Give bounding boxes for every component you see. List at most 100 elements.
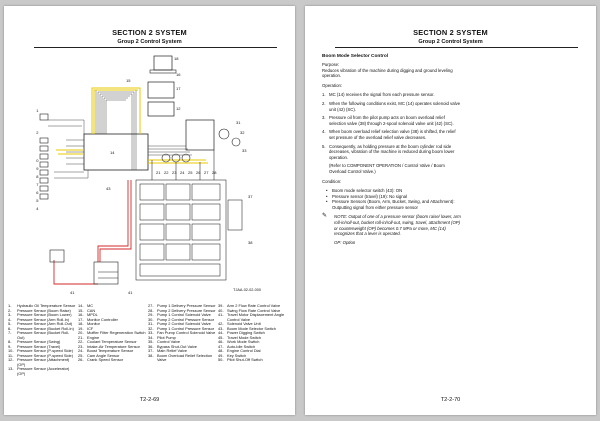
legend-item-text: Cam Angle Sensor [87,352,120,358]
legend-item-number: 46- [218,339,224,344]
svg-text:23: 23 [172,170,177,175]
bullet-icon: • [326,188,328,194]
legend-item-number: 26- [78,357,84,362]
legend-item-number: 34- [148,334,154,340]
legend-item-text: Control Valve [157,339,181,344]
operation-step: 3.Pressure oil from the pilot pump acts … [322,115,462,126]
mc-box [83,133,149,171]
legend-item-number: 18- [78,321,84,326]
svg-text:18: 18 [174,56,179,61]
legend-item: 26-Crank Speed Sensor [78,357,146,363]
svg-text:14: 14 [110,150,115,155]
topic-body: Purpose: Reduces vibration of the machin… [322,62,462,245]
legend-item-number: 38- [148,352,154,358]
icf-box [147,101,175,117]
step-text: When the following conditions exist, MC … [329,100,461,112]
legend-item-text: CAN [87,307,96,313]
legend-item-number: 44- [218,330,224,335]
legend-item: 44-Power Digging Switch [218,330,286,336]
left-header-rule [34,47,277,48]
left-page-number: T2-2-69 [139,397,160,403]
legend-item: 47-Auto-Idle Switch [218,344,286,350]
left-page: SECTION 2 SYSTEM Group 2 Control System [4,6,295,415]
legend-item: 42-Solenoid Valve Unit [218,321,286,327]
legend-item-text: Pressure Sensor (P-speed Side) [17,348,74,353]
svg-text:38: 38 [248,240,253,245]
legend-item-number: 5- [8,321,12,326]
legend-item: 40-Swing Flow Rate Control Valve [218,308,286,314]
legend-item: 1-Hydraulic Oil Temperature Sensor [8,303,76,309]
svg-text:32: 32 [240,130,245,135]
legend-item: 8-Pressure Sensor (Swing) [8,339,76,345]
legend-item-text: Travel Motor Displacement Angle Control … [227,312,285,322]
legend-item-number: 10- [8,348,14,353]
step-number: 3. [322,115,326,121]
legend-item-text: Pressure Sensor (P-speed Side) [17,352,74,358]
legend-item-number: 25- [78,352,84,358]
svg-text:28: 28 [212,170,217,175]
legend-item-number: 50- [218,357,224,362]
legend-item-text: Pump 1 Control Pressure Sensor [157,325,215,331]
operation-step: 2.When the following conditions exist, M… [322,101,462,112]
legend-item: 22-Coolant Temperature Sensor [78,339,146,345]
legend-item-number: 49- [218,352,224,358]
legend-item: 12-Pressure Sensor (Attachment) (OP) [8,357,76,367]
legend-item-text: Boom Overload Relief Selection Valve [157,352,213,362]
legend-item-number: 8- [8,339,12,344]
legend-item-text: Pump 2 Control Pressure Sensor [157,316,215,322]
legend-item: 36-Bypass Shut-Out Valve [148,343,216,350]
legend-item-number: 2- [8,307,12,313]
legend-item: 32-Pump 1 Control Pressure Sensor [148,325,216,332]
condition-text: Pressure Sensors (Boom, Arm, Bucket, Swi… [332,199,455,210]
svg-text:41: 41 [70,290,75,295]
condition-item: •Pressure sensor (travel) (19): No signa… [326,194,462,200]
legend-item: 43-Boom Mode Selector Switch [218,325,286,332]
legend-item: 35-Control Valve [148,339,216,345]
legend-item: 28-Pump 2 Delivery Pressure Sensor [148,307,216,314]
can-signal-lines [56,87,208,164]
legend-item-number: 36- [148,343,154,349]
legend-item-text: Pump 1 Control Solenoid Valve [157,312,211,317]
step-number: 2. [322,100,326,106]
legend-item: 15-CAN [78,307,146,314]
legend-item: 16-MPDL [78,312,146,318]
legend-item-text: Bypass Shut-Out Valve [157,343,197,349]
condition-list: •Boom mode selector switch (43): ON•Pres… [326,188,462,210]
legend-item-text: Arm 2 Flow Rate Control Valve [227,303,281,308]
svg-text:15: 15 [126,78,131,83]
legend-item-number: 43- [218,325,224,331]
legend-item-number: 28- [148,307,154,313]
legend-item: 19-ICF [78,326,146,332]
right-header-rule [335,47,578,48]
svg-text:24: 24 [180,170,185,175]
legend-item-text: Pump 1 Delivery Pressure Sensor [157,303,216,308]
svg-text:43: 43 [106,186,111,191]
right-group-title: Group 2 Control System [418,39,483,45]
legend-item: 39-Arm 2 Flow Rate Control Valve [218,303,286,309]
legend-item-number: 27- [148,303,154,308]
figure-id: TJAA-02-02-000 [233,288,261,292]
right-page-number: T2-2-70 [440,397,461,403]
legend-item: 5-Pressure Sensor (Arm Roll-Out) [8,321,76,327]
note-text: NOTE: Output of one of a pressure sensor… [334,214,461,237]
engine-shape [185,119,215,151]
left-header: SECTION 2 SYSTEM Group 2 Control System [4,28,295,45]
legend-item-number: 24- [78,348,84,353]
svg-text:25: 25 [188,170,193,175]
legend-item-text: Pressure Sensor (Boom Raise) [17,307,71,313]
right-section-title: SECTION 2 SYSTEM [413,28,488,37]
legend-item: 21-Engine [78,335,146,341]
legend-item: 46-Work Mode Switch [218,339,286,345]
legend-item: 6-Pressure Sensor (Bucket Roll-In) [8,326,76,332]
svg-text:41: 41 [128,290,133,295]
legend-item-number: 37- [148,348,154,353]
legend-item-number: 33- [148,330,154,335]
legend-item: 29-Pump 1 Control Solenoid Valve [148,312,216,318]
legend-item-number: 17- [78,316,84,322]
legend-item: 14-MC [78,303,146,309]
legend-item-number: 9- [8,343,12,349]
